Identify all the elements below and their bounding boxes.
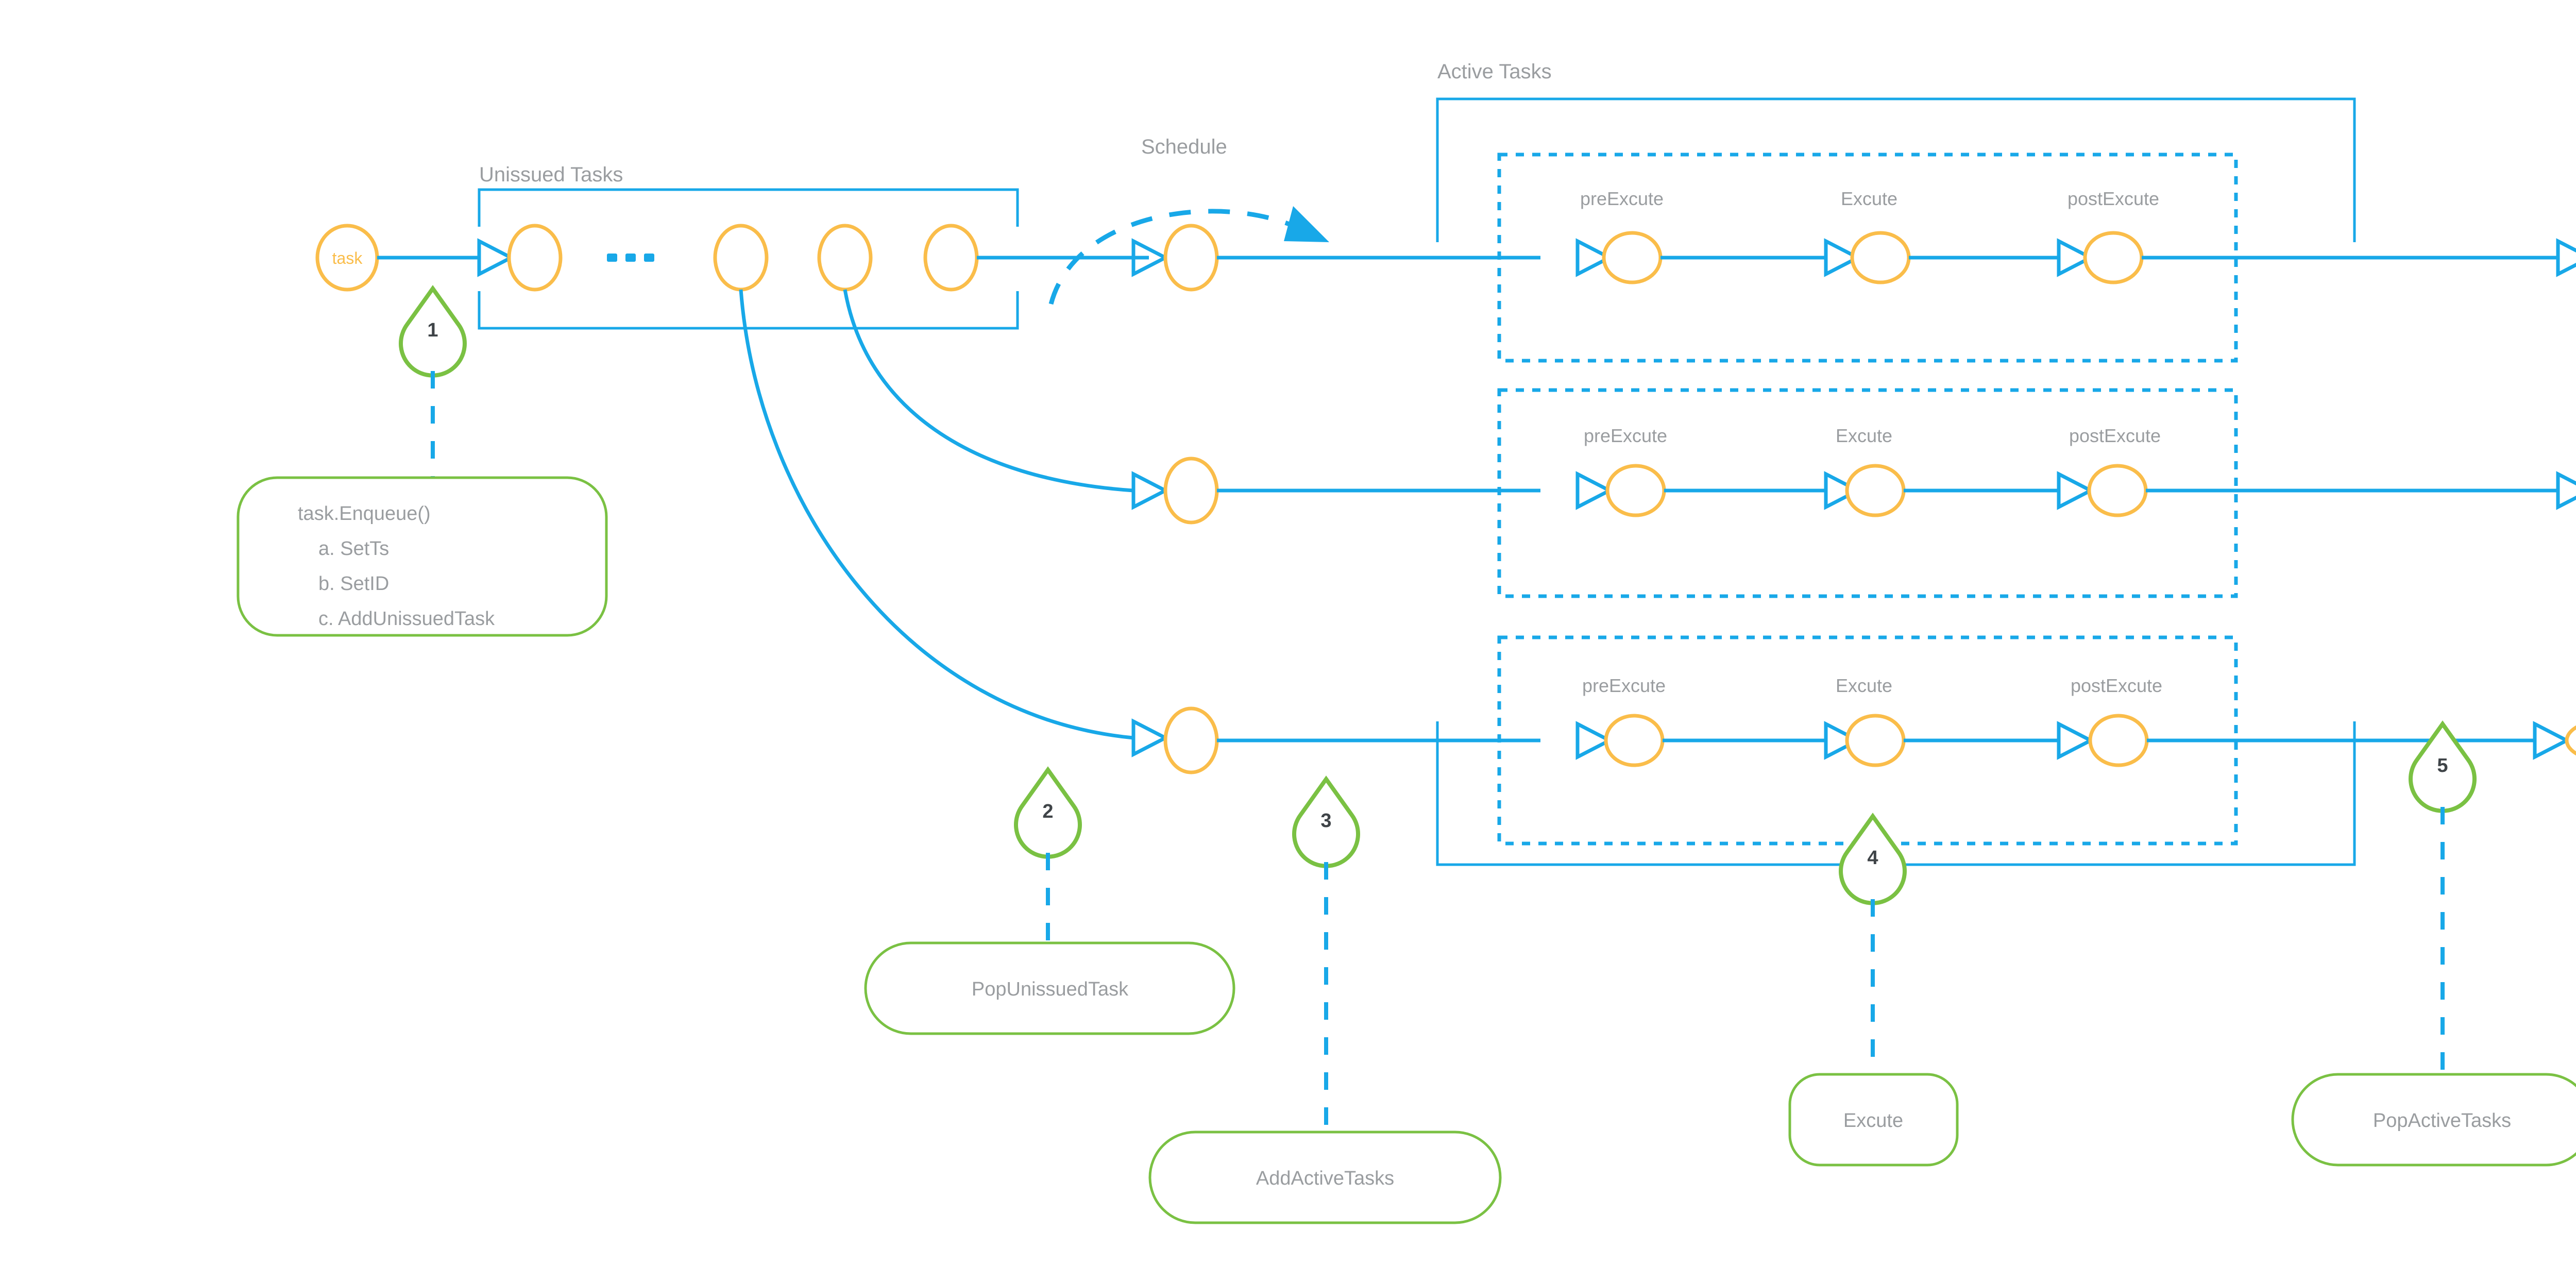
row3-stage-label-excute: Excute xyxy=(1836,675,1892,696)
callout-pop-active: PopActiveTasks xyxy=(2291,1073,2576,1167)
row2-node-excute xyxy=(1845,464,1906,517)
marker-2-group: 2 xyxy=(1014,766,1082,948)
row3-node-preexcute xyxy=(1604,714,1665,767)
row1-node-preexcute xyxy=(1602,231,1663,284)
row1-arrowhead-pre xyxy=(1575,238,1614,277)
row3-arrowhead-post xyxy=(2057,721,2095,760)
callout-pop-active-label: PopActiveTasks xyxy=(2373,1110,2511,1132)
task-label: task xyxy=(332,249,363,267)
row1-dispatch-node xyxy=(1163,224,1219,292)
unissued-node-4 xyxy=(923,224,979,292)
row-3: preExcute Excute postExcute xyxy=(1163,635,2576,846)
callout-enqueue-step-b: b. SetID xyxy=(318,573,389,595)
callout-add-active: AddActiveTasks xyxy=(1148,1131,1502,1224)
marker-2-number: 2 xyxy=(1042,801,1053,822)
unissued-node-1 xyxy=(507,224,563,292)
row3-arrowhead-pre xyxy=(1575,721,1614,760)
row1-stage-label-excute: Excute xyxy=(1841,188,1897,209)
row2-arrowhead-post xyxy=(2057,471,2095,510)
row1-stage-label-preexcute: preExcute xyxy=(1580,188,1664,209)
arrowhead-task-to-queue xyxy=(477,238,515,277)
arrowhead-schedule-arc xyxy=(1284,206,1329,242)
callout-excute-label: Excute xyxy=(1843,1110,1903,1132)
unissued-node-3 xyxy=(817,224,873,292)
marker-1-group: 1 xyxy=(399,285,467,482)
row3-dashed-box xyxy=(1497,635,2238,846)
callout-pop-active-box xyxy=(2291,1073,2576,1167)
group-label-unissued-tasks: Unissued Tasks xyxy=(479,163,623,186)
row2-dashed-box xyxy=(1497,388,2238,598)
row2-stage-label-excute: Excute xyxy=(1836,425,1892,446)
row1-arrowhead-exit xyxy=(2556,238,2576,277)
callout-excute: Excute xyxy=(1788,1073,1959,1167)
row3-node-postexcute xyxy=(2088,714,2149,767)
callout-enqueue-box xyxy=(236,476,608,637)
callout-pop-unissued-label: PopUnissuedTask xyxy=(972,979,1129,1000)
arrowhead-queue-to-row3 xyxy=(1131,718,1170,757)
callout-enqueue-step-c: c. AddUnissuedTask xyxy=(318,608,495,630)
unissued-node-2 xyxy=(713,224,769,292)
row-1: preExcute Excute postExcute xyxy=(1163,153,2576,363)
row2-arrowhead-pre xyxy=(1575,471,1614,510)
edge-queue-to-row2 xyxy=(843,289,1134,493)
queue-ellipsis xyxy=(607,254,654,262)
marker-5-group: 5 xyxy=(2409,720,2477,1077)
schedule-arc xyxy=(1048,209,1313,305)
row1-node-postexcute xyxy=(2083,231,2144,284)
unissued-tasks-bracket xyxy=(478,188,1019,330)
row2-stage-label-postexcute: postExcute xyxy=(2069,425,2161,446)
callout-enqueue-step-a: a. SetTs xyxy=(318,538,389,560)
row1-node-excute xyxy=(1850,231,1911,284)
callout-pop-unissued-box xyxy=(864,941,1235,1035)
row1-stage-label-postexcute: postExcute xyxy=(2067,188,2159,209)
row2-node-postexcute xyxy=(2087,464,2148,517)
callout-add-active-label: AddActiveTasks xyxy=(1256,1168,1394,1189)
callout-excute-box xyxy=(1788,1073,1959,1167)
callout-enqueue-title: task.Enqueue() xyxy=(298,503,431,525)
row3-arrowhead-exit xyxy=(2533,721,2571,760)
row3-stage-label-postexcute: postExcute xyxy=(2071,675,2162,696)
marker-4-number: 4 xyxy=(1867,847,1878,869)
row1-arrowhead-excute xyxy=(1824,238,1862,277)
edge-queue-to-row3 xyxy=(739,289,1134,740)
callout-pop-unissued: PopUnissuedTask xyxy=(864,941,1235,1035)
row3-node-excute xyxy=(1845,714,1906,767)
row3-exit-node xyxy=(2565,725,2576,756)
row3-stage-label-preexcute: preExcute xyxy=(1582,675,1666,696)
row1-arrowhead-post xyxy=(2057,238,2095,277)
row-2: preExcute Excute postExcute xyxy=(1163,388,2576,598)
row3-arrowhead-excute xyxy=(1824,721,1862,760)
marker-4-group: 4 xyxy=(1839,813,1907,1077)
row2-arrowhead-exit xyxy=(2556,471,2576,510)
row1-dashed-box xyxy=(1497,153,2238,363)
marker-3-group: 3 xyxy=(1292,775,1360,1134)
row3-dispatch-node xyxy=(1163,706,1219,774)
arrowhead-queue-to-row2 xyxy=(1131,471,1170,510)
marker-3-number: 3 xyxy=(1320,810,1331,832)
callout-add-active-box xyxy=(1148,1131,1502,1224)
group-label-active-tasks: Active Tasks xyxy=(1437,60,1552,83)
callout-enqueue: task.Enqueue() a. SetTs b. SetID c. AddU… xyxy=(236,476,608,637)
group-label-schedule: Schedule xyxy=(1141,136,1227,158)
row2-dispatch-node xyxy=(1163,457,1219,525)
marker-5-number: 5 xyxy=(2437,755,2448,777)
marker-1-number: 1 xyxy=(427,319,438,341)
row2-node-preexcute xyxy=(1605,464,1666,517)
arrowhead-queue-to-row1 xyxy=(1131,238,1170,277)
row2-stage-label-preexcute: preExcute xyxy=(1584,425,1667,446)
start-node-task: task xyxy=(315,224,379,292)
row2-arrowhead-excute xyxy=(1824,471,1862,510)
